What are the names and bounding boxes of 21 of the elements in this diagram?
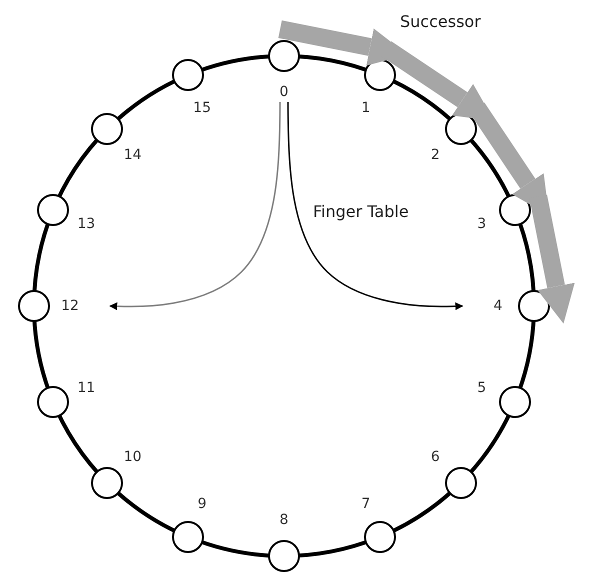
node-number: 3	[476, 216, 488, 232]
node-number: 1	[360, 100, 372, 116]
block-arrow	[529, 194, 575, 324]
node-number: 13	[76, 216, 96, 232]
finger-table-label: Finger Table	[313, 202, 409, 222]
node-number: 11	[76, 380, 96, 396]
arrow	[287, 102, 464, 310]
node-number: 8	[278, 512, 290, 528]
node-number: 10	[122, 449, 143, 466]
node-number: 9	[196, 496, 208, 512]
successor-label: Successor	[400, 12, 481, 32]
node-number: 2	[430, 146, 441, 163]
node-number: 6	[430, 449, 441, 466]
node-number: 4	[492, 298, 504, 314]
arrow	[109, 102, 281, 310]
node-number: 14	[122, 146, 143, 163]
node-number: 5	[476, 380, 488, 396]
node-number: 7	[360, 496, 372, 512]
node-number: 0	[278, 84, 290, 100]
node-number: 15	[192, 100, 212, 116]
node-number: 12	[60, 298, 80, 314]
